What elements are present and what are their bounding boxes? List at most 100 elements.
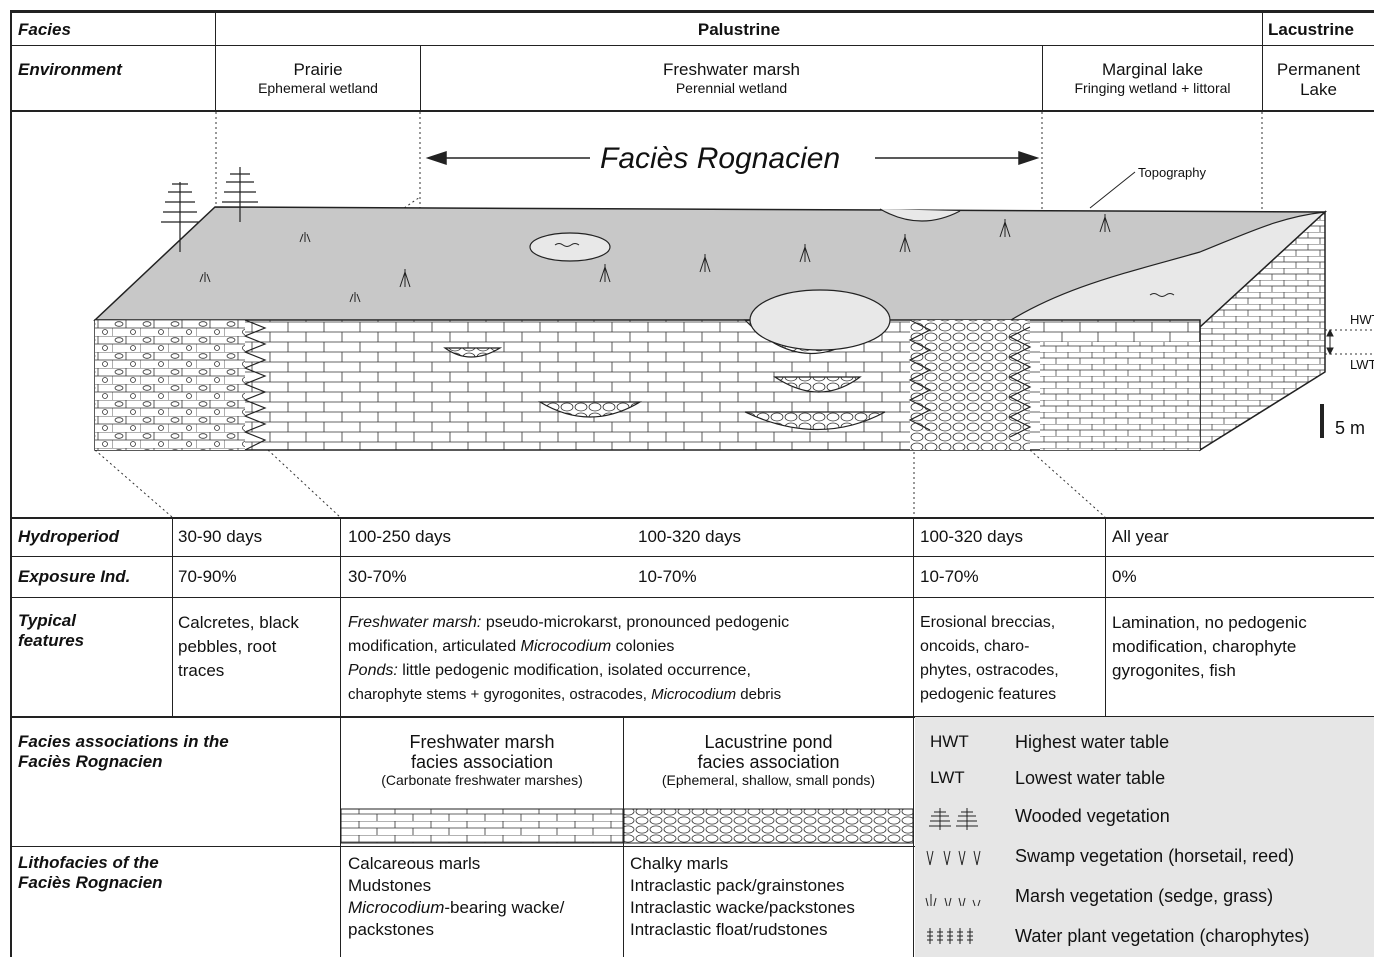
marsh-association-title: Freshwater marsh [341,732,623,752]
lithofacies-marsh-line: packstones [348,919,564,941]
col-divider [913,518,914,957]
permanent-subtitle: Lake [1263,80,1374,100]
legend-swamp: Swamp vegetation (horsetail, reed) [1015,846,1294,867]
row-divider [10,517,1374,519]
marsh-subtitle: Perennial wetland [421,80,1042,97]
hydroperiod-label: Hydroperiod [18,527,119,547]
col-divider [172,518,173,717]
pond-association-sub: facies association [624,752,913,772]
lwt-label: LWT [1350,357,1374,372]
features-lake-line: modification, charophyte [1112,635,1307,659]
exposure-pond: 10-70% [638,567,697,587]
marsh-association-note: (Carbonate freshwater marshes) [341,772,623,789]
exposure-marsh: 30-70% [348,567,407,587]
lithofacies-marsh-line: Microcodium-bearing wacke/ [348,897,564,919]
features-prairie: Calcretes, black pebbles, root traces [178,611,299,683]
features-marginal-line: phytes, ostracodes, [920,659,1059,683]
features-marginal: Erosional breccias, oncoids, charo- phyt… [920,611,1059,707]
lithofacies-pond-line: Intraclastic wacke/packstones [630,897,855,919]
features-marsh-line1: Freshwater marsh: pseudo-microkarst, pro… [348,611,913,635]
prairie-subtitle: Ephemeral wetland [216,80,420,97]
marsh-header: Freshwater marsh Perennial wetland [421,60,1042,97]
marsh-title: Freshwater marsh [421,60,1042,80]
marsh-association-sub: facies association [341,752,623,772]
wooded-icon [925,804,985,832]
topography-label: Topography [1138,165,1206,180]
features-marginal-line: pedogenic features [920,683,1059,707]
lithofacies-marsh: Calcareous marls Mudstones Microcodium-b… [348,853,564,941]
permanent-header: Permanent Lake [1263,60,1374,100]
legend-marsh: Marsh vegetation (sedge, grass) [1015,886,1273,907]
lithofacies-pond-line: Chalky marls [630,853,855,875]
features-marginal-line: Erosional breccias, [920,611,1059,635]
pond-association: Lacustrine pond facies association (Ephe… [624,732,913,789]
legend-lwt-key: LWT [930,768,965,788]
exposure-label: Exposure Ind. [18,567,130,587]
facies-label: Facies [18,20,71,40]
row-divider [10,597,1374,598]
features-marsh-text: colonies [611,638,674,655]
lithofacies-marsh-text: -bearing wacke/ [444,898,564,917]
features-marsh-term: Microcodium [521,638,612,655]
lithofacies-label: Lithofacies of the Faciès Rognacien [18,853,163,893]
features-marsh: Freshwater marsh: pseudo-microkarst, pro… [348,611,913,707]
features-marginal-line: oncoids, charo- [920,635,1059,659]
features-marsh-text: modification, articulated [348,638,521,655]
lithofacies-marsh-term: Microcodium [348,898,444,917]
legend-lwt-value: Lowest water table [1015,768,1165,789]
hydroperiod-marsh: 100-250 days [348,527,451,547]
associations-label-line1: Facies associations in the [18,732,229,752]
features-marsh-term: Microcodium [651,686,736,703]
marginal-header: Marginal lake Fringing wetland + littora… [1043,60,1262,97]
features-label-line2: features [18,631,84,651]
features-marsh-text: little pedogenic modification, isolated … [398,662,751,679]
row-divider [10,556,1374,557]
palustrine-label: Palustrine [216,20,1262,40]
lithofacies-marsh-line: Calcareous marls [348,853,564,875]
pond-association-title: Lacustrine pond [624,732,913,752]
features-prairie-line: pebbles, root [178,635,299,659]
row-divider [10,846,915,847]
features-marsh-text: pseudo-microkarst, pronounced pedogenic [481,614,789,631]
hydroperiod-marginal: 100-320 days [920,527,1023,547]
hydroperiod-prairie: 30-90 days [178,527,262,547]
lithofacies-label-line2: Faciès Rognacien [18,873,163,893]
hydroperiod-pond: 100-320 days [638,527,741,547]
exposure-lake: 0% [1112,567,1137,587]
permanent-title: Permanent [1263,60,1374,80]
prairie-header: Prairie Ephemeral wetland [216,60,420,97]
legend-hwt-key: HWT [930,732,969,752]
facies-rognacien-title: Faciès Rognacien [600,142,840,176]
lithofacies-marsh-line: Mudstones [348,875,564,897]
prairie-title: Prairie [216,60,420,80]
marginal-subtitle: Fringing wetland + littoral [1043,80,1262,97]
water-plant-icon [925,924,985,946]
hydroperiod-lake: All year [1112,527,1169,547]
features-marsh-line3: Ponds: little pedogenic modification, is… [348,659,913,683]
lithofacies-pond-line: Intraclastic float/rudstones [630,919,855,941]
features-marsh-term: Ponds: [348,662,398,679]
swamp-vegetation-icon [925,845,995,867]
legend-panel [915,717,1374,957]
lacustrine-label: Lacustrine [1268,20,1354,40]
pond-association-note: (Ephemeral, shallow, small ponds) [624,772,913,789]
features-label-line1: Typical [18,611,84,631]
features-marsh-line4: charophyte stems + gyrogonites, ostracod… [348,683,913,707]
association-patterns [341,807,913,845]
lithofacies-pond-line: Intraclastic pack/grainstones [630,875,855,897]
exposure-prairie: 70-90% [178,567,237,587]
exposure-marginal: 10-70% [920,567,979,587]
hwt-label: HWT [1350,312,1374,327]
features-prairie-line: Calcretes, black [178,611,299,635]
legend-hwt-value: Highest water table [1015,732,1169,753]
lithofacies-label-line1: Lithofacies of the [18,853,163,873]
legend-water-plant: Water plant vegetation (charophytes) [1015,926,1310,947]
features-marsh-text: debris [736,686,781,703]
legend-wooded: Wooded vegetation [1015,806,1170,827]
features-marsh-text: charophyte stems + gyrogonites, ostracod… [348,686,651,703]
features-label: Typical features [18,611,84,651]
associations-label-line2: Faciès Rognacien [18,752,229,772]
environment-label: Environment [18,60,122,80]
marsh-association: Freshwater marsh facies association (Car… [341,732,623,789]
col-divider [1105,518,1106,717]
